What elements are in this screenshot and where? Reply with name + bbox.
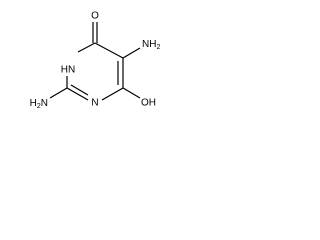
- atom-o-top: O: [91, 11, 99, 22]
- bond-c6-n1: [101, 87, 124, 101]
- bond-n1-c2-double: [70, 84, 89, 96]
- bond-n3-c4: [77, 42, 96, 53]
- bonds: [49, 22, 141, 101]
- atom-nh2-left: H2N: [30, 98, 48, 110]
- bond-c4-c5: [94, 42, 124, 59]
- atom-n-ring: N: [91, 98, 98, 109]
- atom-oh: OH: [141, 98, 156, 109]
- bond-c5-nh2: [122, 47, 141, 59]
- atom-labels: O NH2 HN OH H2N N: [30, 11, 161, 110]
- bond-c6-oh: [122, 87, 141, 99]
- atom-nh-ring: HN: [61, 65, 75, 76]
- atom-nh2-right: NH2: [142, 39, 160, 51]
- bond-c2-nh2: [49, 87, 68, 99]
- bond-n1-c2: [66, 87, 89, 101]
- molecule-diagram: O NH2 HN OH H2N N: [30, 11, 161, 110]
